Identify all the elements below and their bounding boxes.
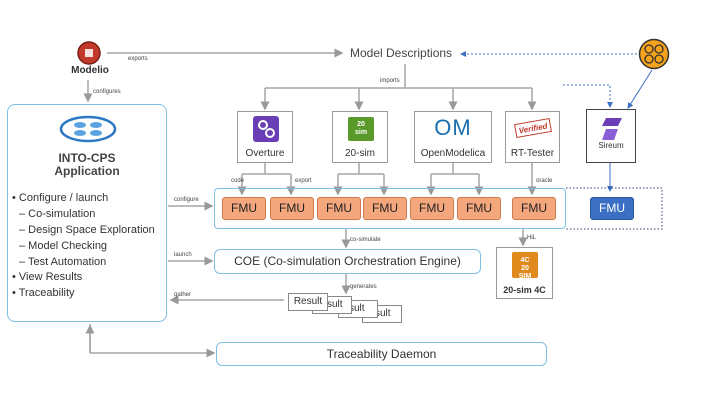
menu-item-model-checking[interactable]: – Model Checking	[19, 240, 108, 252]
edge-label-launch: launch	[174, 252, 192, 258]
app-title-line2: Application	[54, 164, 120, 178]
twentysim-logo-text: 20 sim	[355, 121, 368, 136]
fmu-group	[214, 188, 566, 229]
traceability-daemon-label: Traceability Daemon	[326, 347, 437, 361]
fmu-20-sim-2[interactable]: FMU	[363, 197, 407, 220]
menu-item-configure-launch[interactable]: • Configure / launch	[12, 192, 109, 204]
tool-20-sim-label: 20-sim	[344, 148, 375, 159]
tool-20-sim[interactable]: 20 sim 20-sim	[332, 111, 388, 163]
edge-label-generates: generates	[350, 284, 377, 290]
app-title-line1: INTO-CPS	[58, 151, 116, 165]
twentysim-4c-logo-icon: 4C 20 SIM	[512, 252, 538, 280]
edge-label-gather: gather	[174, 292, 192, 298]
tool-rt-tester[interactable]: Verified RT-Tester	[505, 111, 560, 163]
twentysim-4c-logo-text: 4C 20 SIM	[518, 257, 532, 280]
edge-label-co-simulate: co-simulate	[350, 237, 381, 243]
sireum-logo-icon	[602, 118, 622, 140]
edge-label-oracle: oracle	[536, 178, 553, 184]
menu-item-test-automation[interactable]: – Test Automation	[19, 256, 107, 268]
edge-label-imports: imports	[380, 78, 400, 84]
fmu-openmodelica-1[interactable]: FMU	[410, 197, 454, 220]
coe-label: COE (Co-simulation Orchestration Engine)	[234, 254, 461, 268]
tool-20-sim-4c[interactable]: 4C 20 SIM 20-sim 4C	[496, 247, 553, 299]
fmu-overture-code[interactable]: FMU	[222, 197, 266, 220]
tool-overture-label: Overture	[245, 148, 285, 159]
edge-label-code: code	[231, 178, 245, 184]
tool-overture[interactable]: Overture	[237, 111, 293, 163]
modelio-logo-icon	[77, 41, 101, 65]
result-file-1[interactable]: Result	[288, 293, 328, 311]
tool-20-sim-4c-label: 20-sim 4C	[503, 285, 546, 295]
edge-label-hil: HiL	[527, 235, 537, 241]
fmu-sireum[interactable]: FMU	[590, 197, 634, 220]
modelio-node[interactable]	[74, 40, 104, 66]
overture-logo-icon	[253, 116, 279, 142]
tool-openmodelica-label: OpenModelica	[420, 148, 486, 159]
coe-box[interactable]: COE (Co-simulation Orchestration Engine)	[214, 249, 481, 274]
rt-tester-verified-logo-icon: Verified	[514, 117, 552, 139]
edge-label-configure: configure	[174, 197, 199, 203]
edge-label-configures: configures	[93, 89, 121, 95]
edge-label-export: export	[295, 178, 312, 184]
menu-item-co-simulation[interactable]: – Co-simulation	[19, 208, 96, 220]
openmodelica-logo-icon: OM	[434, 115, 472, 140]
model-descriptions[interactable]: Model Descriptions	[350, 46, 453, 60]
fmu-20-sim-1[interactable]: FMU	[317, 197, 361, 220]
fmu-rt-tester[interactable]: FMU	[512, 197, 556, 220]
organization-emblem-icon	[638, 38, 670, 70]
modelio-label: Modelio	[71, 65, 109, 76]
tool-openmodelica[interactable]: OM OpenModelica	[414, 111, 492, 163]
app-title: INTO-CPS Application	[7, 152, 167, 178]
into-cps-logo-icon	[58, 113, 118, 145]
fmu-openmodelica-2[interactable]: FMU	[457, 197, 501, 220]
edge-label-exports: exports	[128, 56, 148, 62]
fmu-overture-export[interactable]: FMU	[270, 197, 314, 220]
tool-sireum-label: Sireum	[598, 141, 624, 150]
twentysim-logo-icon: 20 sim	[348, 117, 374, 141]
menu-item-view-results[interactable]: • View Results	[12, 271, 83, 283]
menu-item-traceability[interactable]: • Traceability	[12, 287, 75, 299]
traceability-daemon-box[interactable]: Traceability Daemon	[216, 342, 547, 366]
tool-sireum[interactable]: Sireum	[586, 109, 636, 163]
menu-item-design-space-exploration[interactable]: – Design Space Exploration	[19, 224, 155, 236]
tool-rt-tester-label: RT-Tester	[510, 148, 555, 159]
